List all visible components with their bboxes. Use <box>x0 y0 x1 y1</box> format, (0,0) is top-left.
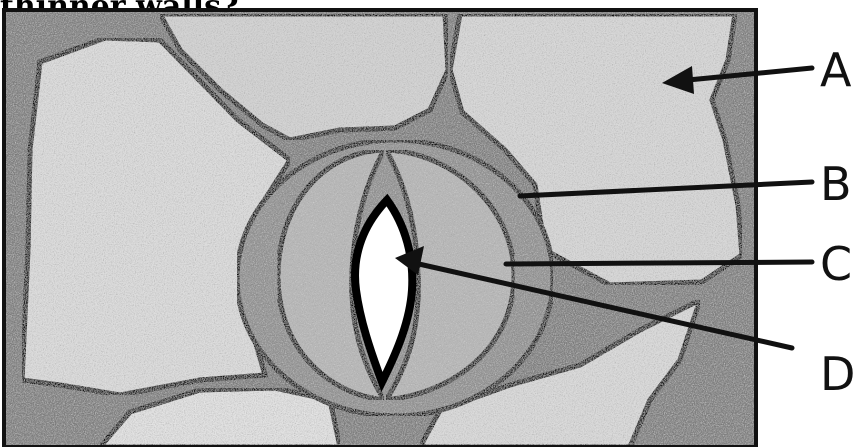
label-c: C <box>820 237 852 291</box>
label-b: B <box>820 157 852 211</box>
pointer-line-c <box>506 262 812 264</box>
label-a: A <box>820 43 852 97</box>
label-d: D <box>820 347 855 401</box>
cell-layer <box>4 10 756 447</box>
